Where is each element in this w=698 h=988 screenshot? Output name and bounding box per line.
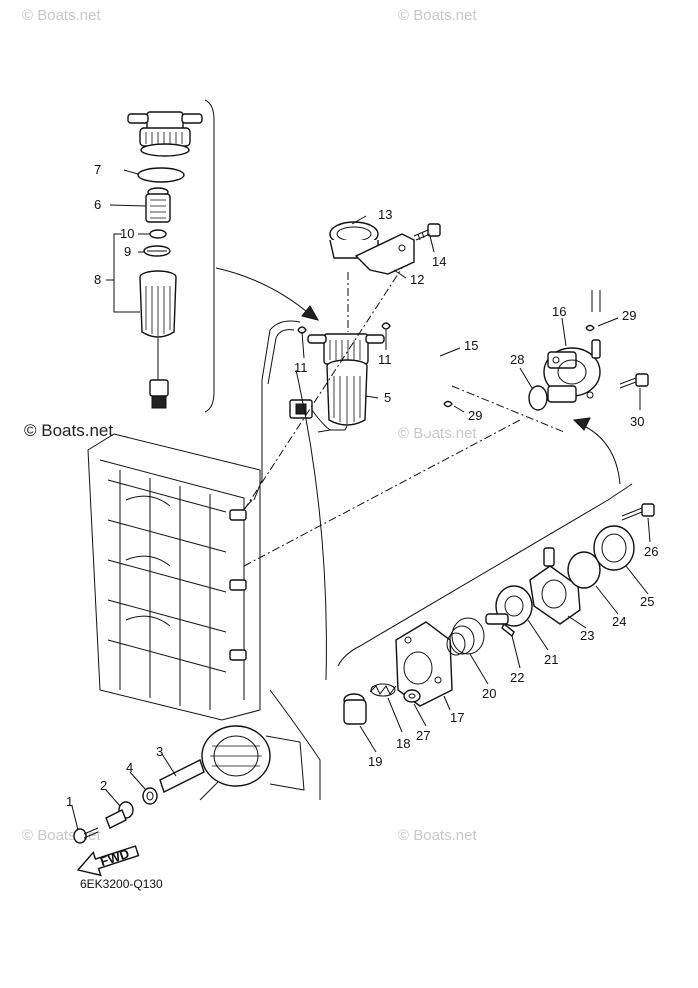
callout-7: 7 xyxy=(94,162,101,177)
callout-8: 8 xyxy=(94,272,101,287)
gasket-24 xyxy=(567,551,601,589)
plunger-19 xyxy=(343,693,367,725)
callout-2: 2 xyxy=(100,778,107,793)
screw-30 xyxy=(619,373,649,389)
callout-21: 21 xyxy=(544,652,558,667)
callout-22: 22 xyxy=(510,670,524,685)
callout-6: 6 xyxy=(94,197,101,212)
screw-26 xyxy=(621,503,655,521)
nut-27 xyxy=(403,689,421,703)
spring-18 xyxy=(369,683,397,697)
fwd-arrow: FWD xyxy=(76,845,140,877)
callout-25: 25 xyxy=(640,594,654,609)
callout-19: 19 xyxy=(368,754,382,769)
callout-29-bottom: 29 xyxy=(468,408,482,423)
callout-leaders xyxy=(71,169,651,831)
callout-13: 13 xyxy=(378,207,392,222)
watermark-top-right: © Boats.net xyxy=(398,7,477,24)
watermark-mid-center: © Boats.net xyxy=(398,425,477,442)
pump-body-17 xyxy=(395,621,453,707)
callout-5: 5 xyxy=(384,390,391,405)
callout-numbers: 7 6 10 9 8 13 14 12 11 11 15 5 16 29 28 … xyxy=(66,162,658,809)
watermark-top-left: © Boats.net xyxy=(22,7,101,24)
callout-17: 17 xyxy=(450,710,464,725)
callout-14: 14 xyxy=(432,254,446,269)
filter-cap xyxy=(127,111,203,157)
callout-18: 18 xyxy=(396,736,410,751)
watermark-bottom-right: © Boats.net xyxy=(398,827,477,844)
fwd-label: FWD xyxy=(98,846,131,869)
callout-4: 4 xyxy=(126,760,133,775)
clip-29-bottom xyxy=(443,400,453,408)
callout-16: 16 xyxy=(552,304,566,319)
clip-11-left xyxy=(297,326,307,334)
callout-23: 23 xyxy=(580,628,594,643)
washer-4 xyxy=(142,787,158,805)
gasket-28 xyxy=(528,385,548,411)
gear-housing xyxy=(201,725,305,791)
spring-20 xyxy=(446,617,485,656)
callout-24: 24 xyxy=(612,614,626,629)
callout-26: 26 xyxy=(644,544,658,559)
plate-12 xyxy=(354,233,415,275)
callout-1: 1 xyxy=(66,794,73,809)
pump-cover-23 xyxy=(529,547,581,625)
bolt-14 xyxy=(413,223,441,241)
fuel-filter-assembly-5 xyxy=(289,333,385,433)
callout-30: 30 xyxy=(630,414,644,429)
callout-3: 3 xyxy=(156,744,163,759)
callout-15: 15 xyxy=(464,338,478,353)
o-ring-7 xyxy=(137,167,185,183)
fuel-pump-16 xyxy=(543,339,601,403)
filter-cup-8 xyxy=(139,270,177,409)
callout-10: 10 xyxy=(120,226,134,241)
clip-29-top xyxy=(585,324,595,332)
nut-10 xyxy=(149,229,167,239)
bolt-1 xyxy=(73,827,99,844)
callout-9: 9 xyxy=(124,244,131,259)
filter-exploded-group xyxy=(113,99,215,413)
plate-25 xyxy=(593,525,635,571)
engine-block xyxy=(87,433,261,721)
callout-12: 12 xyxy=(410,272,424,287)
diagram-code: 6EK3200-Q130 xyxy=(80,877,163,891)
watermark-mid-left: © Boats.net xyxy=(24,421,113,440)
hose-15 xyxy=(396,315,442,436)
callout-27: 27 xyxy=(416,728,430,743)
callout-20: 20 xyxy=(482,686,496,701)
diaphragm-21 xyxy=(485,585,533,627)
clip-11-right xyxy=(381,322,391,330)
callout-28: 28 xyxy=(510,352,524,367)
filter-element-6 xyxy=(145,187,171,223)
callout-11-left: 11 xyxy=(294,360,308,375)
callout-29-top: 29 xyxy=(622,308,636,323)
callout-11-right: 11 xyxy=(378,352,392,367)
fitting-2 xyxy=(105,801,134,829)
shaft-3 xyxy=(159,759,205,793)
washer-9 xyxy=(143,245,171,257)
